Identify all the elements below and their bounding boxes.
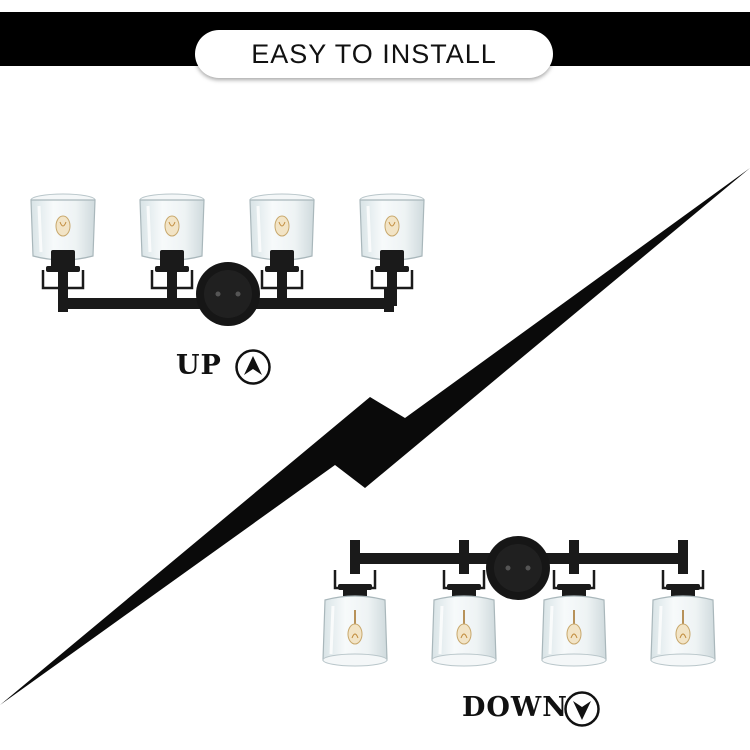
arrow-down-circle-icon xyxy=(564,691,600,727)
fixture-down xyxy=(321,536,717,668)
title-banner: EASY TO INSTALL xyxy=(195,30,553,78)
up-label: UP xyxy=(176,350,222,381)
arrow-up-circle-icon xyxy=(235,349,271,385)
down-label: DOWN xyxy=(462,692,568,723)
fixture-up xyxy=(29,192,426,326)
diagonal-divider xyxy=(0,168,750,705)
